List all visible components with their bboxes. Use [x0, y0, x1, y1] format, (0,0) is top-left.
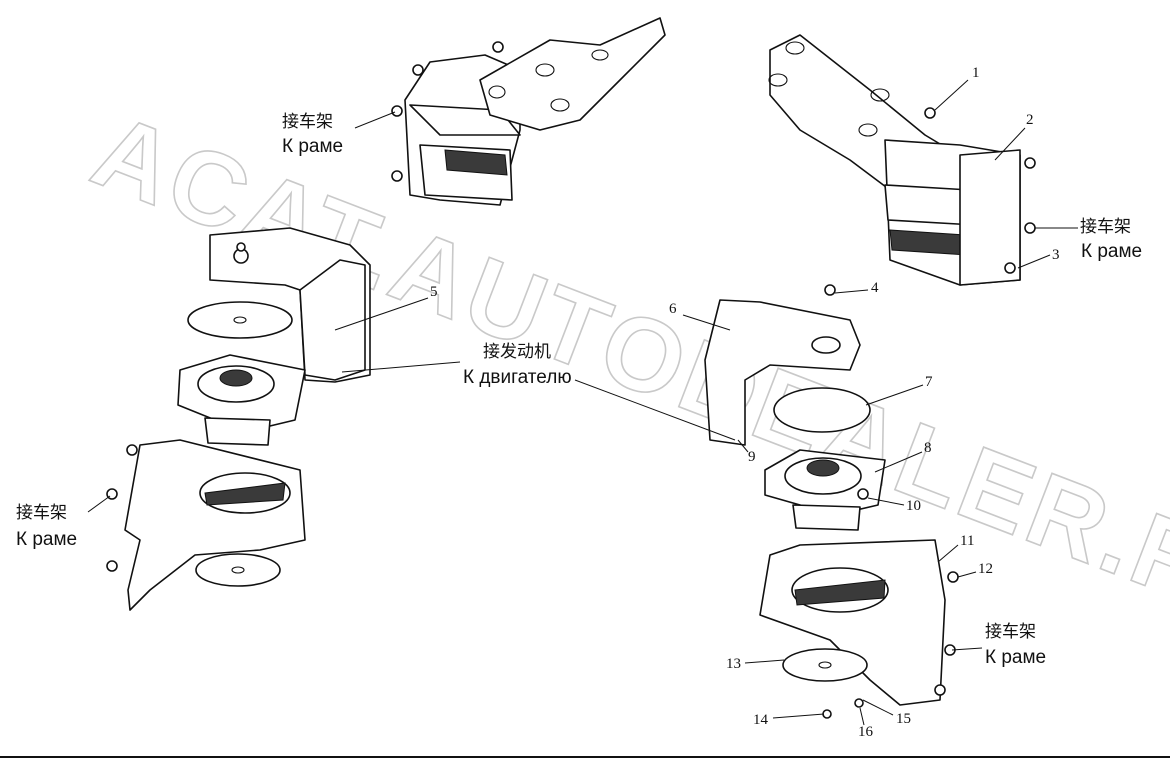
- frame-label-cn-left: 接车架: [16, 503, 67, 523]
- engine-label-cn: 接发动机: [483, 342, 551, 362]
- callout-7: 7: [925, 374, 933, 390]
- callout-11: 11: [960, 533, 974, 549]
- frame-label-cn-bottom-right: 接车架: [985, 622, 1036, 642]
- right-engine-bracket-assembly: [704, 284, 959, 719]
- callout-13: 13: [726, 656, 741, 672]
- top-left-mount-assembly: [391, 17, 666, 206]
- annotations: 接车架 К раме 接车架 К раме 接发动机 К двигателю 接…: [16, 112, 1142, 668]
- callout-14: 14: [753, 712, 769, 728]
- callout-12: 12: [978, 561, 993, 577]
- callout-numbers: 1 2 3 4 5 6 7 8 9 10 11 12 13 14 15 16: [430, 65, 1060, 740]
- callout-5: 5: [430, 284, 438, 300]
- frame-label-cn-top-left: 接车架: [282, 112, 333, 132]
- frame-label-ru-left: К раме: [16, 529, 77, 550]
- callout-8: 8: [924, 440, 932, 456]
- frame-label-ru-top-left: К раме: [282, 136, 343, 157]
- callout-1: 1: [972, 65, 980, 81]
- engine-label-ru: К двигателю: [463, 367, 572, 388]
- callout-2: 2: [1026, 112, 1034, 128]
- top-right-mount-assembly: [768, 34, 1036, 286]
- callout-16: 16: [858, 724, 874, 740]
- leader-lines: [87, 79, 1078, 726]
- left-engine-bracket-assembly: [106, 227, 371, 611]
- callout-15: 15: [896, 711, 911, 727]
- callout-6: 6: [669, 301, 677, 317]
- frame-label-cn-top-right: 接车架: [1080, 217, 1131, 237]
- frame-label-ru-bottom-right: К раме: [985, 647, 1046, 668]
- callout-9: 9: [748, 449, 756, 465]
- callout-10: 10: [906, 498, 921, 514]
- callout-4: 4: [871, 280, 879, 296]
- callout-3: 3: [1052, 247, 1060, 263]
- frame-label-ru-top-right: К раме: [1081, 241, 1142, 262]
